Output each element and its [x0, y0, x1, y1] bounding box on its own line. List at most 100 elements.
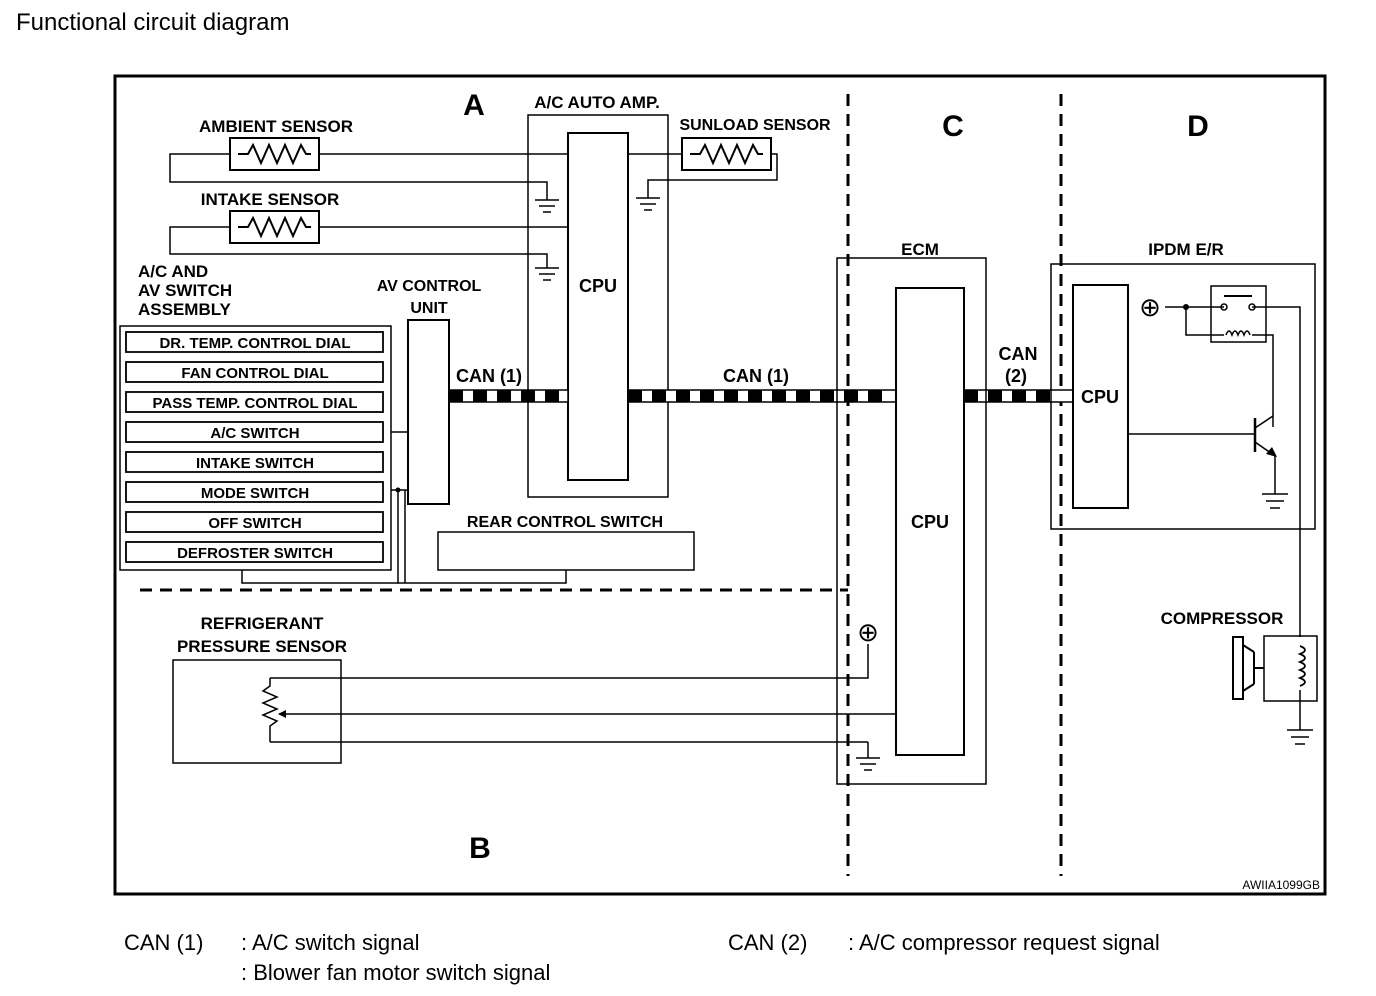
compressor-label: COMPRESSOR: [1161, 609, 1284, 628]
can-bus: [448, 389, 1074, 403]
refrigerant-sensor-potentiometer-icon: [261, 644, 896, 758]
switch-row: [125, 391, 384, 413]
legend-can1-name: CAN (1): [124, 930, 203, 955]
ac-auto-amp-label: A/C AUTO AMP.: [534, 93, 660, 112]
switch-label: OFF SWITCH: [208, 515, 301, 532]
junction-dot: [395, 487, 401, 493]
zone-c-label: C: [942, 110, 964, 143]
diagram-title: Functional circuit diagram: [16, 9, 289, 36]
switch-row: [125, 511, 384, 533]
can-bus-block: [652, 390, 666, 402]
ac-auto-amp-cpu-box: [567, 132, 629, 481]
can-bus-block: [521, 390, 535, 402]
ecm-cpu-label: CPU: [911, 512, 949, 532]
switch-assembly-label-3: ASSEMBLY: [138, 300, 232, 319]
switch-row: [125, 421, 384, 443]
ground-icon: [535, 199, 559, 213]
figure-code: AWIIA1099GB: [1242, 878, 1320, 892]
can-bus-block: [796, 390, 810, 402]
can-bus-block: [676, 390, 690, 402]
av-control-unit-box: [407, 319, 450, 505]
switch-label: INTAKE SWITCH: [196, 455, 314, 472]
zone-a-label: A: [463, 89, 485, 122]
legend-can1-signal-2: : Blower fan motor switch signal: [241, 960, 550, 985]
can2-label-2: (2): [1005, 366, 1027, 386]
can-bus-block: [449, 390, 463, 402]
legend-can1-signal-1: : A/C switch signal: [241, 930, 420, 955]
switch-row: [125, 361, 384, 383]
av-control-unit-label-1: AV CONTROL: [377, 278, 482, 295]
transistor-arrow: [1266, 447, 1277, 457]
switch-label: FAN CONTROL DIAL: [181, 365, 328, 382]
can-bus-block: [820, 390, 834, 402]
ambient-sensor-label: AMBIENT SENSOR: [199, 117, 353, 136]
refrigerant-sensor-label-1: REFRIGERANT: [201, 614, 324, 633]
rear-control-switch-box: [437, 531, 695, 571]
can-bus-block: [748, 390, 762, 402]
sunload-sensor-wiring: [628, 153, 778, 198]
wiper-arrow: [278, 710, 286, 718]
switch-label: DR. TEMP. CONTROL DIAL: [159, 335, 350, 352]
ipdm-label: IPDM E/R: [1148, 240, 1224, 259]
can-bus-block: [868, 390, 882, 402]
ipdm-cpu-label: CPU: [1081, 387, 1119, 407]
intake-sensor-resistor-icon: [238, 215, 311, 239]
can-bus-block: [700, 390, 714, 402]
can-bus-block: [1012, 390, 1026, 402]
legend-can2-signal: : A/C compressor request signal: [848, 930, 1160, 955]
relay-terminal: [1248, 303, 1256, 311]
intake-sensor-wiring: [169, 226, 568, 268]
switch-label: A/C SWITCH: [210, 425, 299, 442]
legend-can2-name: CAN (2): [728, 930, 807, 955]
zone-b-label: B: [469, 832, 491, 865]
intake-sensor-label: INTAKE SENSOR: [201, 190, 340, 209]
can-bus-block: [772, 390, 786, 402]
ground-icon: [535, 267, 559, 281]
power-plus-icon: ⊕: [857, 617, 879, 647]
can-bus-block: [1036, 390, 1050, 402]
can-bus-block: [724, 390, 738, 402]
can-bus-block: [988, 390, 1002, 402]
relay-icon: [1210, 285, 1267, 343]
outer-frame: [113, 74, 1327, 896]
can1-left-label: CAN (1): [456, 366, 522, 386]
can2-label-1: CAN: [999, 344, 1038, 364]
compressor-coil-icon: [1297, 645, 1306, 687]
can-bus-block: [497, 390, 511, 402]
zone-d-label: D: [1187, 110, 1209, 143]
can-bus-block: [473, 390, 487, 402]
ecm-cpu-box: [895, 287, 965, 756]
junction-dot: [1183, 304, 1189, 310]
compressor-clutch-icon: [1232, 636, 1264, 700]
switch-label: MODE SWITCH: [201, 485, 309, 502]
av-control-unit-label-2: UNIT: [410, 300, 448, 317]
switch-assembly-label-1: A/C AND: [138, 262, 208, 281]
ecm-box: [836, 257, 987, 785]
ecm-label: ECM: [901, 240, 939, 259]
sunload-sensor-label: SUNLOAD SENSOR: [679, 117, 831, 134]
can-bus-block: [628, 390, 642, 402]
relay-terminal: [1220, 303, 1228, 311]
relay-wiring: [1128, 306, 1301, 637]
ground-icon: [1262, 493, 1288, 509]
ac-auto-amp-box: [527, 114, 669, 498]
switch-row: [125, 451, 384, 473]
switch-row: [125, 541, 384, 563]
ground-icon: [636, 197, 660, 211]
ground-icon: [856, 757, 880, 771]
zone-dividers: [140, 94, 1063, 876]
can-bus-block: [545, 390, 559, 402]
switch-assembly-label-2: AV SWITCH: [138, 281, 232, 300]
ipdm-cpu-box: [1072, 284, 1129, 509]
relay-coil-icon: [1225, 330, 1251, 338]
refrigerant-sensor-label-2: PRESSURE SENSOR: [177, 637, 347, 656]
refrigerant-sensor-box: [172, 659, 342, 764]
switch-label: DEFROSTER SWITCH: [177, 545, 333, 562]
ac-auto-amp-cpu-label: CPU: [579, 276, 617, 296]
compressor-box: [1263, 635, 1318, 702]
av-control-wiring: [241, 431, 567, 584]
switch-row: [125, 331, 384, 353]
switch-row: [125, 481, 384, 503]
ambient-sensor-wiring: [169, 153, 568, 200]
